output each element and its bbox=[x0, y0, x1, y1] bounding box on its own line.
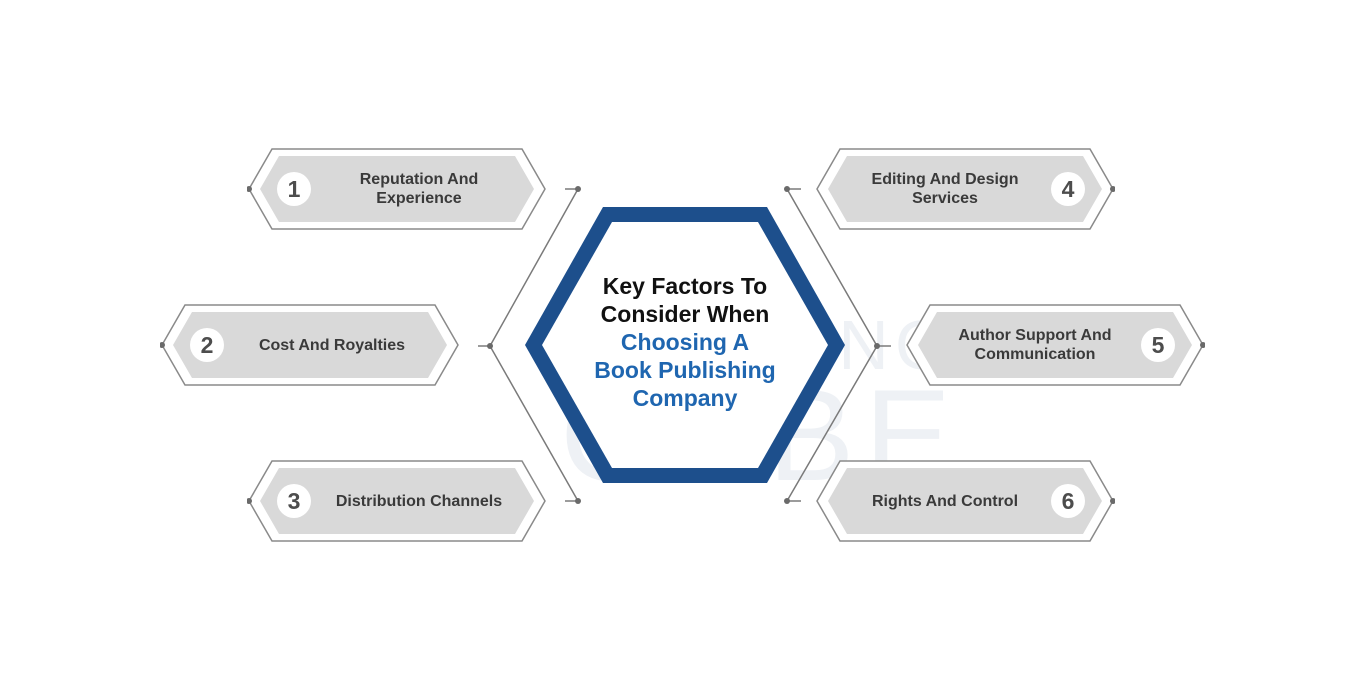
factor-2: 2 Cost And Royalties bbox=[160, 304, 460, 386]
factor-number-4: 4 bbox=[1051, 172, 1085, 206]
factor-number-5: 5 bbox=[1141, 328, 1175, 362]
factor-number-2: 2 bbox=[190, 328, 224, 362]
center-title-line-3: Choosing A bbox=[620, 329, 750, 355]
factor-5: 5 Author Support And Communication bbox=[905, 304, 1205, 386]
factor-number-3: 3 bbox=[277, 484, 311, 518]
factor-label-4: Editing And Design Services bbox=[871, 171, 1019, 207]
center-title-line-4: Book Publishing bbox=[594, 357, 776, 383]
factor-3: 3 Distribution Channels bbox=[247, 460, 547, 542]
factor-label-2: Cost And Royalties bbox=[258, 336, 406, 354]
factor-label-1: Reputation And Experience bbox=[359, 171, 479, 207]
center-title-line-5: Company bbox=[632, 385, 738, 411]
factor-4-shape bbox=[816, 148, 1115, 230]
factor-2-shape bbox=[160, 304, 459, 386]
factor-label-5: Author Support And Communication bbox=[958, 327, 1112, 363]
center-title-line-2: Consider When bbox=[600, 301, 770, 327]
factor-label-3: Distribution Channels bbox=[335, 492, 503, 510]
factor-label-6: Rights And Control bbox=[871, 492, 1019, 510]
factor-5-shape bbox=[906, 304, 1205, 386]
factor-number-6: 6 bbox=[1051, 484, 1085, 518]
center-hexagon-inner bbox=[542, 222, 828, 468]
factor-1-shape bbox=[247, 148, 546, 230]
factor-number-1: 1 bbox=[277, 172, 311, 206]
factor-4: 4 Editing And Design Services bbox=[815, 148, 1115, 230]
factor-3-shape bbox=[247, 460, 546, 542]
factor-1: 1 Reputation And Experience bbox=[247, 148, 547, 230]
factor-6-shape bbox=[816, 460, 1115, 542]
center-title: Key Factors To Consider When Choosing A … bbox=[560, 272, 810, 412]
center-title-line-1: Key Factors To bbox=[602, 273, 768, 299]
factor-6: 6 Rights And Control bbox=[815, 460, 1115, 542]
